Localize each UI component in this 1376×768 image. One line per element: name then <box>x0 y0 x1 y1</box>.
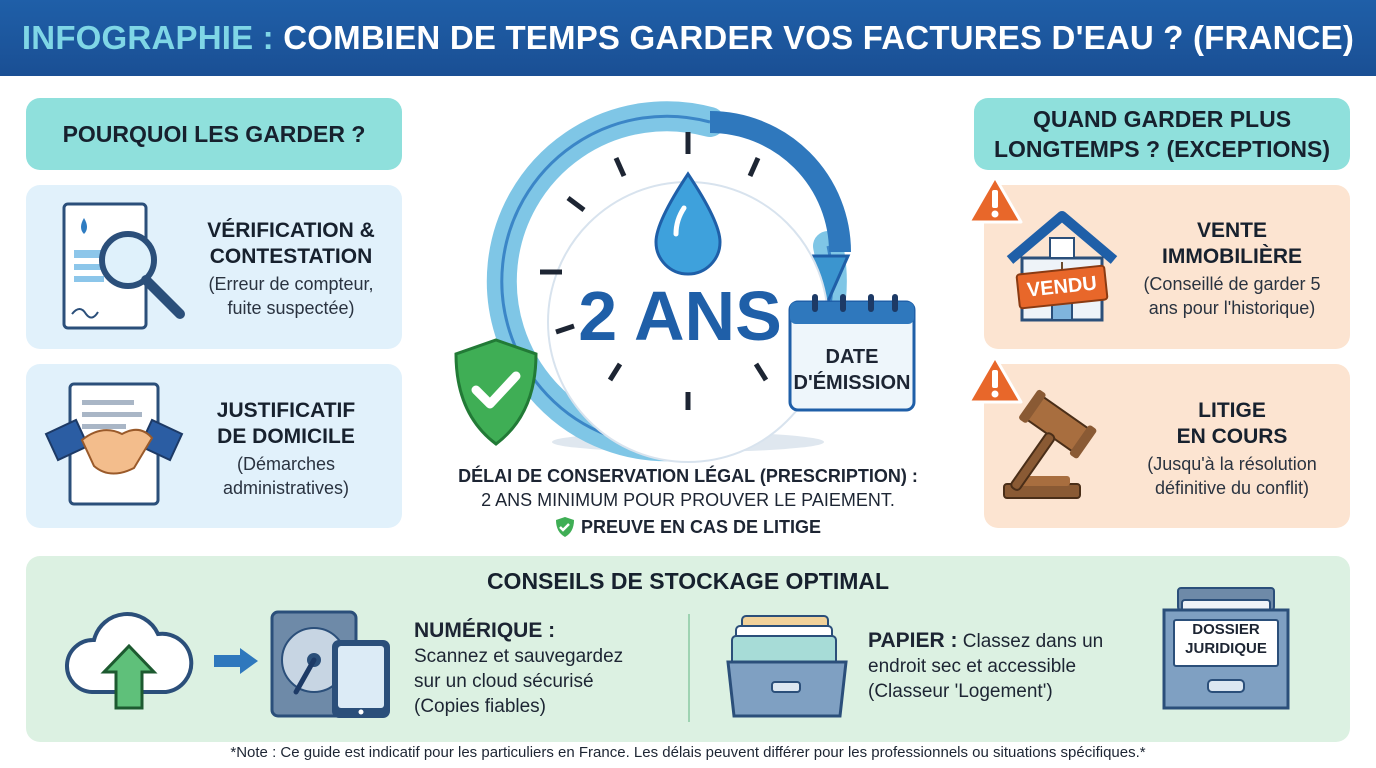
storage-divider <box>688 614 690 722</box>
title-prefix: INFOGRAPHIE : <box>21 19 274 56</box>
hard-drive-tablet-icon <box>270 610 390 718</box>
exception-title-line1: LITIGE <box>1198 399 1266 422</box>
handshake-document-icon <box>44 382 184 506</box>
page-title: INFOGRAPHIE : COMBIEN DE TEMPS GARDER VO… <box>22 19 1354 57</box>
archive-label-line1: DOSSIER <box>1192 621 1260 638</box>
shield-check-small-icon <box>555 517 574 537</box>
exception-desc-line2: définitive du conflit) <box>1154 478 1310 498</box>
reason-title-line1: VÉRIFICATION & <box>207 219 375 242</box>
paper-line1: Classez dans un <box>957 631 1104 652</box>
house-sold-icon <box>1006 211 1118 322</box>
digital-line1: Scannez et sauvegardez <box>414 646 624 667</box>
digital-storage-text: NUMÉRIQUE : Scannez et sauvegardez sur u… <box>414 618 676 719</box>
exception-desc-line1: (Conseillé de garder 5 <box>1143 274 1321 294</box>
right-heading: QUAND GARDER PLUS LONGTEMPS ? (EXCEPTION… <box>974 98 1350 170</box>
digital-title: NUMÉRIQUE : <box>414 619 556 642</box>
storage-heading: CONSEILS DE STOCKAGE OPTIMAL <box>486 568 890 594</box>
paper-line2: endroit sec et accessible <box>868 656 1077 677</box>
exception-desc-line1: (Jusqu'à la résolution <box>1147 454 1317 474</box>
cloud-upload-icon <box>65 612 194 710</box>
exception-title-line2: EN COURS <box>1176 425 1288 448</box>
reason-domicile-text: JUSTIFICATIF DE DOMICILE (Démarches admi… <box>190 398 382 500</box>
reason-title-line2: DE DOMICILE <box>217 425 355 448</box>
warning-icon <box>967 175 1023 224</box>
header-bar: INFOGRAPHIE : COMBIEN DE TEMPS GARDER VO… <box>0 0 1376 76</box>
reason-desc-line1: (Erreur de compteur, <box>208 274 374 294</box>
exception-title-line2: IMMOBILIÈRE <box>1162 245 1302 268</box>
left-heading: POURQUOI LES GARDER ? <box>26 98 402 170</box>
title-text: COMBIEN DE TEMPS GARDER VOS FACTURES D'E… <box>283 19 1355 56</box>
proof-row: PREUVE EN CAS DE LITIGE <box>430 512 946 542</box>
legal-line2: 2 ANS MINIMUM POUR PROUVER LE PAIEMENT. <box>481 490 895 510</box>
shield-check-icon <box>454 338 538 446</box>
proof-label: PREUVE EN CAS DE LITIGE <box>580 517 822 537</box>
reason-title-line1: JUSTIFICATIF <box>216 399 356 422</box>
paper-line3: (Classeur 'Logement') <box>868 681 1053 702</box>
reason-desc-line2: administratives) <box>222 478 350 498</box>
gavel-icon <box>1003 389 1097 499</box>
file-drawer-icon <box>726 615 848 718</box>
reason-title-line2: CONTESTATION <box>209 245 373 268</box>
archive-box-icon <box>1162 587 1290 710</box>
digital-line3: (Copies fiables) <box>414 696 546 717</box>
arrow-right-icon <box>214 648 258 674</box>
digital-line2: sur un cloud sécurisé <box>414 671 594 692</box>
exception-sale-text: VENTE IMMOBILIÈRE (Conseillé de garder 5… <box>1132 218 1332 320</box>
exception-title-line1: VENTE <box>1196 219 1267 242</box>
footer-note: *Note : Ce guide est indicatif pour les … <box>230 744 1146 761</box>
reason-verification-text: VÉRIFICATION & CONTESTATION (Erreur de c… <box>194 218 388 320</box>
exception-desc-line2: ans pour l'historique) <box>1148 298 1316 318</box>
calendar-icon <box>788 294 916 412</box>
paper-storage-text: PAPIER : Classez dans un endroit sec et … <box>868 628 1150 704</box>
warning-icon <box>967 355 1023 404</box>
reason-desc-line1: (Démarches <box>236 454 336 474</box>
document-magnifier-icon <box>62 202 185 330</box>
legal-line1: DÉLAI DE CONSERVATION LÉGAL (PRESCRIPTIO… <box>458 466 918 486</box>
paper-title: PAPIER : <box>868 629 958 652</box>
legal-info: DÉLAI DE CONSERVATION LÉGAL (PRESCRIPTIO… <box>430 464 946 542</box>
reason-desc-line2: fuite suspectée) <box>227 298 355 318</box>
calendar-label-line1: DATE <box>825 346 879 368</box>
archive-label: DOSSIER JURIDIQUE <box>1174 620 1278 658</box>
calendar-label: DATE D'ÉMISSION <box>790 344 914 396</box>
archive-label-line2: JURIDIQUE <box>1185 640 1267 657</box>
duration-value: 2 ANS <box>578 277 782 355</box>
exception-litigation-text: LITIGE EN COURS (Jusqu'à la résolution d… <box>1132 398 1332 500</box>
calendar-label-line2: D'ÉMISSION <box>793 372 911 394</box>
